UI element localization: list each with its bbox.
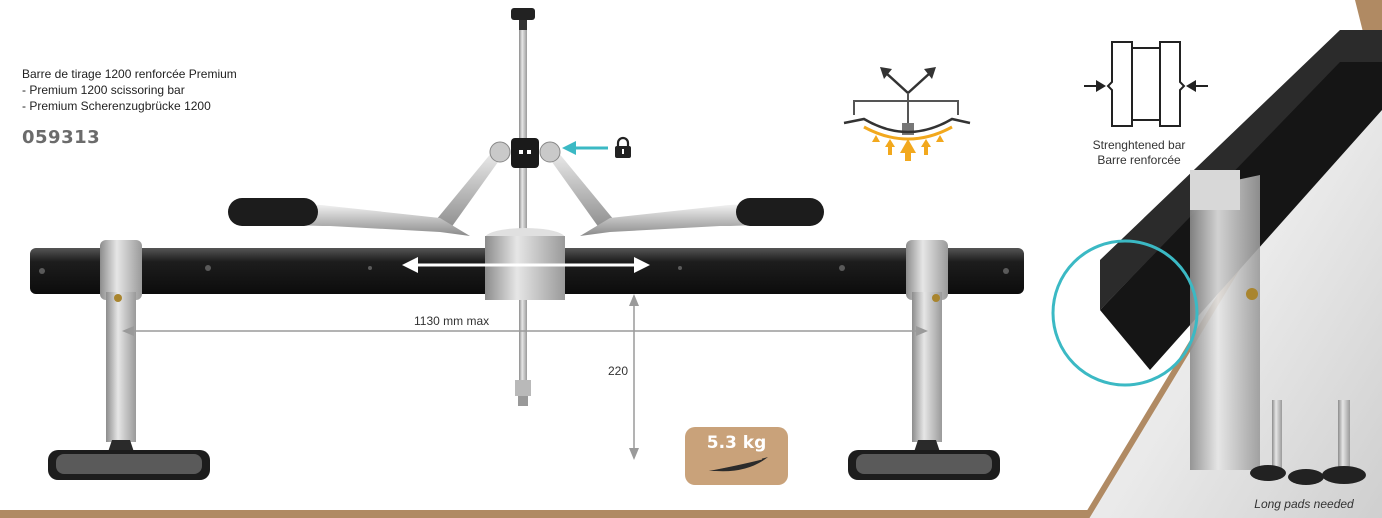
threaded-rod <box>519 30 527 398</box>
height-dimension-label: 220 <box>608 364 629 378</box>
detail-clamp <box>1190 175 1260 470</box>
left-leg <box>106 292 136 442</box>
bar-cross-section-icon <box>1084 41 1208 127</box>
width-dimension-line <box>122 326 928 336</box>
product-names: Barre de tirage 1200 renforcée Premium -… <box>22 66 237 114</box>
double-arrow-icon <box>402 257 650 273</box>
feather-icon <box>705 457 768 472</box>
weight-badge: 5.3 kg <box>685 427 788 485</box>
long-pads-thumbnail <box>1250 400 1366 485</box>
product-name-fr: Barre de tirage 1200 renforcée Premium <box>22 67 237 81</box>
right-leg <box>912 292 942 442</box>
weight-label: 5.3 kg <box>706 433 767 453</box>
pads-caption: Long pads needed <box>1254 497 1354 511</box>
height-dimension-line <box>629 294 639 460</box>
scissoring-bar-illustration <box>30 8 1024 480</box>
left-handle-grip <box>228 198 318 226</box>
product-name-de: - Premium Scherenzugbrücke 1200 <box>22 99 211 113</box>
product-reference: 059313 <box>22 127 101 148</box>
detail-highlight-circle <box>1051 239 1199 387</box>
top-knob <box>511 8 535 20</box>
pull-diagram-icon <box>843 67 971 161</box>
lock-icon <box>615 136 631 158</box>
width-dimension-label: 1130 mm max <box>414 314 490 328</box>
strengthened-label-en: Strenghtened bar <box>1092 138 1186 152</box>
right-handle-grip <box>736 198 824 226</box>
strengthened-label-fr: Barre renforcée <box>1097 153 1181 167</box>
strengthened-bar-labels: Strenghtened bar Barre renforcée <box>1064 138 1214 168</box>
lock-arrow <box>562 141 608 155</box>
product-name-en: - Premium 1200 scissoring bar <box>22 83 185 97</box>
lock-block <box>511 138 539 168</box>
strengthened-bar-detail <box>1051 30 1382 485</box>
